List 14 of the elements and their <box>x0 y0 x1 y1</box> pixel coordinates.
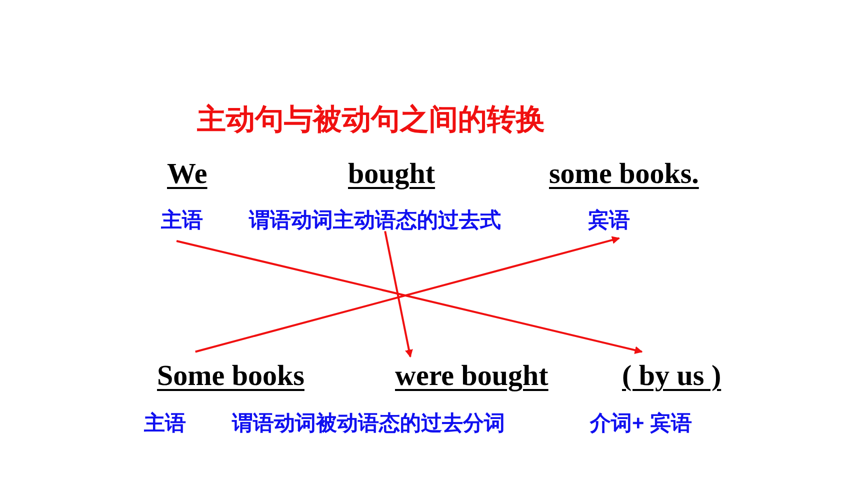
sentence-word: were bought <box>395 360 548 393</box>
sentence-word: Some books <box>157 360 304 393</box>
sentence-word: ( by us ) <box>622 360 722 393</box>
grammar-label: 谓语动词主动语态的过去式 <box>249 206 501 234</box>
grammar-label: 谓语动词被动语态的过去分词 <box>232 409 505 437</box>
title: 主动句与被动句之间的转换 <box>197 102 545 138</box>
sentence-word: bought <box>348 158 436 191</box>
grammar-label: 主语 <box>161 206 203 234</box>
grammar-label: 介词+ 宾语 <box>590 409 692 437</box>
grammar-label: 主语 <box>144 409 186 437</box>
sentence-word: We <box>167 158 208 191</box>
sentence-word: some books. <box>549 158 699 191</box>
grammar-label: 宾语 <box>588 206 630 234</box>
arrow <box>384 231 413 358</box>
